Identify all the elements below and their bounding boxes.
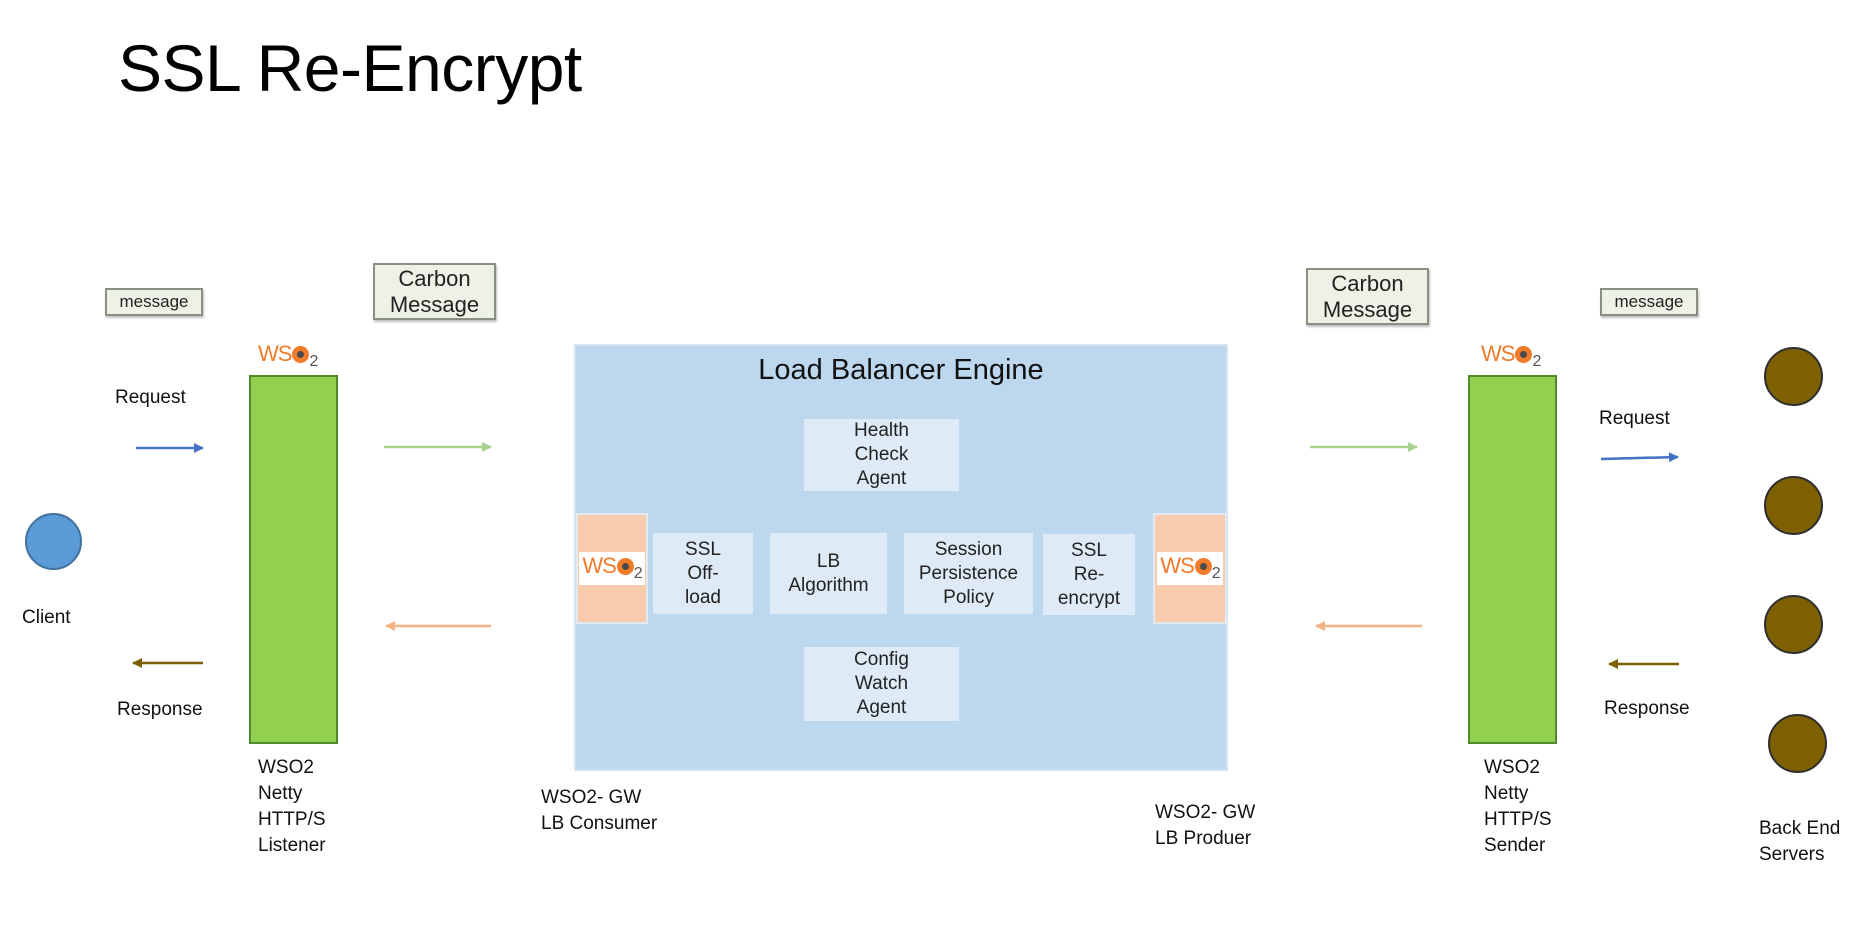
config-watch-agent-label: Config Watch Agent — [854, 649, 909, 718]
lb-consumer-label: WSO2- GW LB Consumer — [541, 787, 658, 834]
message-tag-right: message — [1600, 288, 1698, 316]
backend-server-1[interactable] — [1764, 347, 1823, 406]
lb-algorithm-module[interactable]: LB Algorithm — [770, 533, 887, 614]
request-label-left: Request — [115, 387, 186, 408]
netty-sender-bar[interactable] — [1468, 375, 1557, 744]
backend-servers-label: Back End Servers — [1759, 818, 1841, 865]
message-tag-left-label: message — [119, 292, 189, 311]
lb-algorithm-label: LB Algorithm — [788, 550, 869, 596]
message-tag-left: message — [105, 288, 203, 316]
engine-title: Load Balancer Engine — [758, 354, 1044, 386]
health-check-agent-label: Health Check Agent — [854, 420, 909, 489]
config-watch-agent[interactable]: Config Watch Agent — [804, 647, 959, 721]
netty-sender-label: WSO2 Netty HTTP/S Sender — [1484, 757, 1552, 856]
backend-server-2[interactable] — [1764, 476, 1823, 535]
backend-server-4[interactable] — [1768, 714, 1827, 773]
backend-server-3[interactable] — [1764, 595, 1823, 654]
netty-listener-label: WSO2 Netty HTTP/S Listener — [258, 757, 326, 856]
carbon-message-tag-left-label: Carbon Message — [389, 265, 480, 317]
ssl-offload-module[interactable]: SSL Off- load — [653, 533, 753, 614]
response-label-right: Response — [1604, 698, 1690, 719]
client-node[interactable] — [25, 513, 82, 570]
session-persistence-module[interactable]: Session Persistence Policy — [904, 533, 1033, 614]
ssl-offload-label: SSL Off- load — [685, 538, 721, 608]
message-tag-right-label: message — [1614, 292, 1684, 311]
ssl-reencrypt-label: SSL Re- encrypt — [1057, 539, 1121, 609]
netty-listener-bar[interactable] — [249, 375, 338, 744]
lb-producer-label: WSO2- GW LB Produer — [1155, 802, 1256, 849]
page-title: SSL Re-Encrypt — [118, 31, 582, 105]
response-label-left: Response — [117, 699, 203, 720]
session-persistence-label: Session Persistence Policy — [918, 538, 1019, 608]
health-check-agent[interactable]: Health Check Agent — [804, 419, 959, 491]
request-label-right: Request — [1599, 408, 1670, 429]
ssl-reencrypt-module[interactable]: SSL Re- encrypt — [1043, 534, 1135, 615]
request-arrow-right — [1600, 452, 1679, 463]
carbon-message-tag-left: Carbon Message — [373, 263, 496, 320]
carbon-message-tag-right: Carbon Message — [1306, 268, 1429, 325]
carbon-message-tag-right-label: Carbon Message — [1322, 270, 1413, 322]
client-label: Client — [22, 607, 71, 628]
